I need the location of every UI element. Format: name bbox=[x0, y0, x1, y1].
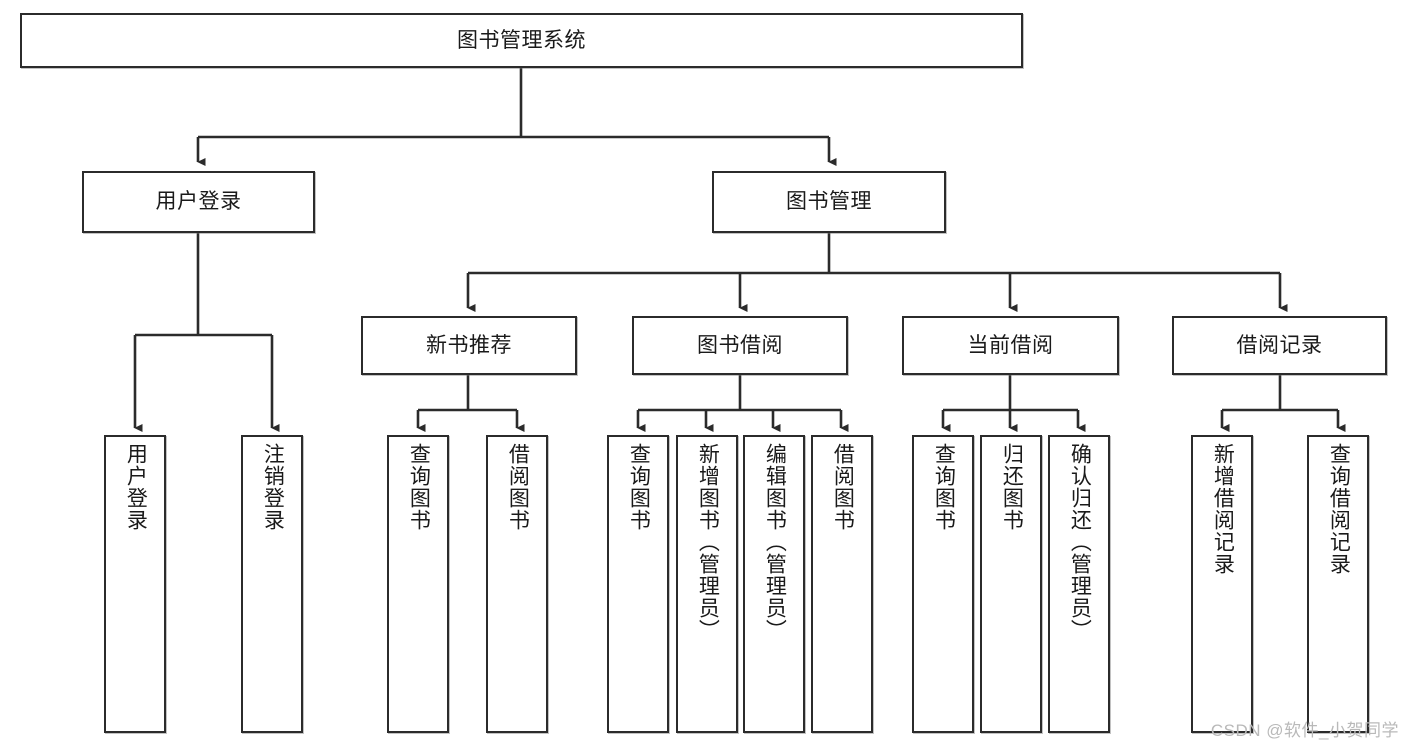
node-current-borrow[interactable]: 当前借阅 bbox=[902, 316, 1119, 375]
node-leaf-confirm-return[interactable]: 确认归还（管理员） bbox=[1048, 435, 1110, 733]
node-leaf-logout-login-label: 注销登录 bbox=[261, 443, 285, 531]
node-leaf-query-record-label: 查询借阅记录 bbox=[1327, 443, 1351, 575]
node-leaf-return-book[interactable]: 归还图书 bbox=[980, 435, 1042, 733]
node-new-book-recommend[interactable]: 新书推荐 bbox=[361, 316, 577, 375]
node-root[interactable]: 图书管理系统 bbox=[20, 13, 1023, 68]
node-borrow-record-label: 借阅记录 bbox=[1236, 333, 1323, 357]
node-user-login[interactable]: 用户登录 bbox=[82, 171, 315, 233]
node-leaf-confirm-return-label: 确认归还（管理员） bbox=[1068, 443, 1092, 641]
node-leaf-query-book-2[interactable]: 查询图书 bbox=[607, 435, 669, 733]
node-leaf-add-book[interactable]: 新增图书（管理员） bbox=[676, 435, 738, 733]
node-book-borrow[interactable]: 图书借阅 bbox=[632, 316, 848, 375]
node-root-label: 图书管理系统 bbox=[457, 28, 586, 52]
node-book-management[interactable]: 图书管理 bbox=[712, 171, 946, 233]
node-leaf-query-book-2-label: 查询图书 bbox=[627, 443, 651, 531]
node-new-book-recommend-label: 新书推荐 bbox=[426, 333, 512, 357]
node-leaf-borrow-book-2-label: 借阅图书 bbox=[831, 443, 855, 531]
node-book-management-label: 图书管理 bbox=[786, 190, 872, 214]
node-leaf-return-book-label: 归还图书 bbox=[1000, 443, 1024, 531]
node-book-borrow-label: 图书借阅 bbox=[697, 333, 783, 357]
node-leaf-edit-book-label: 编辑图书（管理员） bbox=[763, 443, 787, 641]
node-leaf-user-login-label: 用户登录 bbox=[124, 443, 148, 531]
node-leaf-user-login[interactable]: 用户登录 bbox=[104, 435, 166, 733]
node-borrow-record[interactable]: 借阅记录 bbox=[1172, 316, 1387, 375]
node-leaf-query-book-1[interactable]: 查询图书 bbox=[387, 435, 449, 733]
node-leaf-add-record-label: 新增借阅记录 bbox=[1211, 443, 1235, 575]
node-leaf-add-book-label: 新增图书（管理员） bbox=[696, 443, 720, 641]
csdn-watermark: CSDN @软件_小贺同学 bbox=[1210, 721, 1399, 740]
node-leaf-add-record[interactable]: 新增借阅记录 bbox=[1191, 435, 1253, 733]
node-leaf-edit-book[interactable]: 编辑图书（管理员） bbox=[743, 435, 805, 733]
node-leaf-borrow-book-1[interactable]: 借阅图书 bbox=[486, 435, 548, 733]
node-user-login-label: 用户登录 bbox=[155, 190, 242, 214]
node-leaf-query-book-3-label: 查询图书 bbox=[932, 443, 956, 531]
node-leaf-borrow-book-2[interactable]: 借阅图书 bbox=[811, 435, 873, 733]
node-current-borrow-label: 当前借阅 bbox=[967, 333, 1054, 357]
node-leaf-borrow-book-1-label: 借阅图书 bbox=[506, 443, 530, 531]
node-leaf-query-book-1-label: 查询图书 bbox=[407, 443, 431, 531]
node-leaf-query-book-3[interactable]: 查询图书 bbox=[912, 435, 974, 733]
node-leaf-logout-login[interactable]: 注销登录 bbox=[241, 435, 303, 733]
node-leaf-query-record[interactable]: 查询借阅记录 bbox=[1307, 435, 1369, 733]
